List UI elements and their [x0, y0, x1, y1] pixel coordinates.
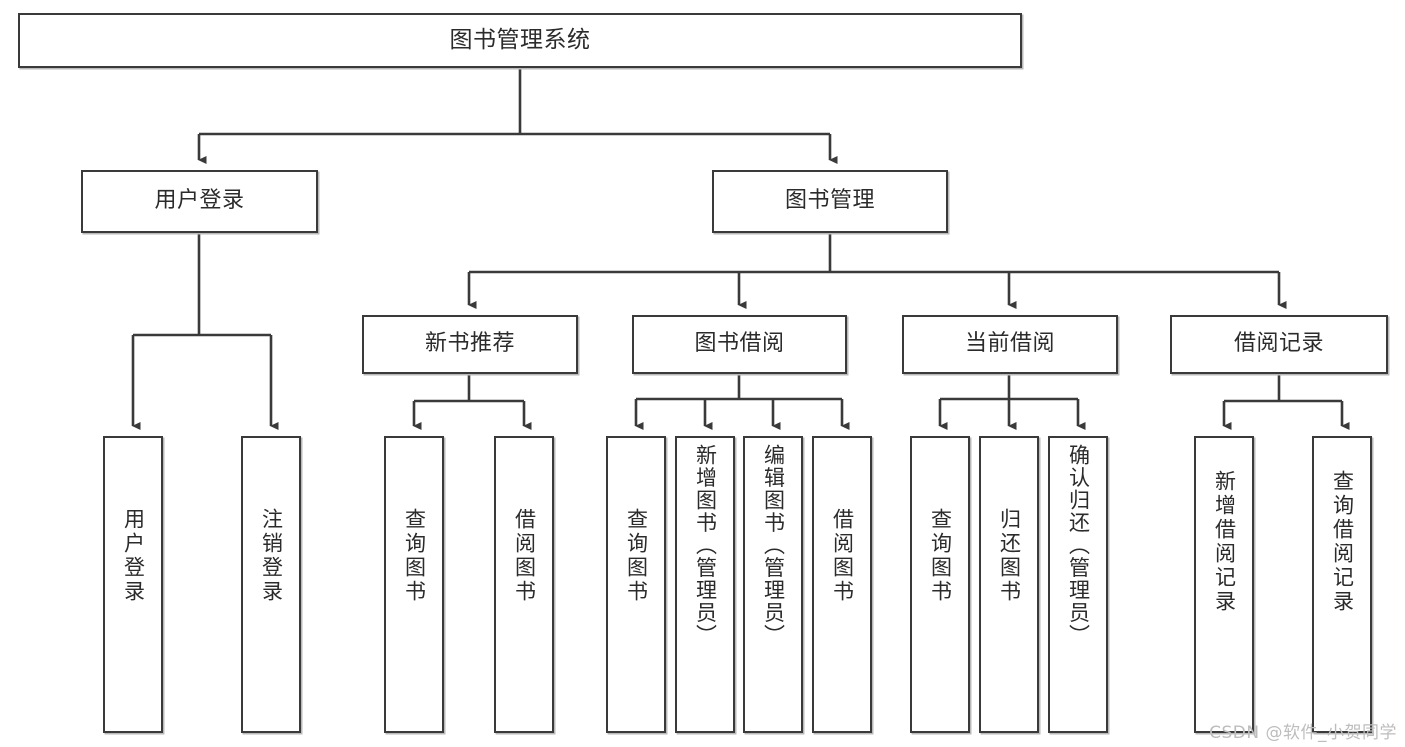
node-label: 确认归还（管理员） [1066, 444, 1091, 647]
csdn-watermark: CSDN @软件_小贺同学 [1209, 723, 1397, 743]
leaf-query-book-current[interactable]: 查询图书 [910, 436, 970, 733]
node-borrow-record[interactable]: 借阅记录 [1170, 315, 1388, 374]
leaf-user-login[interactable]: 用户登录 [103, 436, 163, 733]
node-label: 注销登录 [259, 508, 284, 604]
node-label: 查询图书 [928, 508, 953, 604]
node-label: 新书推荐 [424, 331, 515, 357]
leaf-borrow-book-new-recommend[interactable]: 借阅图书 [494, 436, 554, 733]
node-label: 用户登录 [121, 508, 146, 604]
node-new-book-recommend[interactable]: 新书推荐 [362, 315, 578, 374]
node-book-borrow[interactable]: 图书借阅 [632, 315, 847, 374]
node-label: 图书管理系统 [449, 26, 591, 53]
node-root-book-management-system[interactable]: 图书管理系统 [18, 13, 1022, 68]
node-label: 查询图书 [624, 508, 649, 604]
leaf-borrow-book-borrow[interactable]: 借阅图书 [812, 436, 872, 733]
leaf-query-book-new-recommend[interactable]: 查询图书 [384, 436, 444, 733]
leaf-query-book-borrow[interactable]: 查询图书 [606, 436, 666, 733]
node-label: 借阅记录 [1233, 331, 1324, 357]
node-label: 图书借阅 [694, 331, 785, 357]
node-label: 借阅图书 [830, 508, 855, 604]
node-user-login[interactable]: 用户登录 [81, 170, 318, 233]
node-label: 归还图书 [997, 508, 1022, 604]
node-label: 新增借阅记录 [1212, 470, 1237, 614]
node-label: 新增图书（管理员） [693, 444, 718, 647]
leaf-logout-login[interactable]: 注销登录 [241, 436, 301, 733]
node-label: 编辑图书（管理员） [761, 444, 786, 647]
node-label: 当前借阅 [964, 331, 1055, 357]
node-label: 用户登录 [154, 188, 245, 214]
leaf-edit-book-admin[interactable]: 编辑图书（管理员） [743, 436, 803, 733]
node-label: 查询图书 [402, 508, 427, 604]
node-label: 图书管理 [784, 188, 875, 214]
leaf-query-borrow-record[interactable]: 查询借阅记录 [1312, 436, 1372, 733]
leaf-add-borrow-record[interactable]: 新增借阅记录 [1194, 436, 1254, 733]
node-book-management[interactable]: 图书管理 [712, 170, 948, 233]
leaf-confirm-return-admin[interactable]: 确认归还（管理员） [1048, 436, 1108, 733]
leaf-add-book-admin[interactable]: 新增图书（管理员） [675, 436, 735, 733]
node-label: 借阅图书 [512, 508, 537, 604]
node-current-borrow[interactable]: 当前借阅 [902, 315, 1118, 374]
node-label: 查询借阅记录 [1330, 470, 1355, 614]
leaf-return-book[interactable]: 归还图书 [979, 436, 1039, 733]
